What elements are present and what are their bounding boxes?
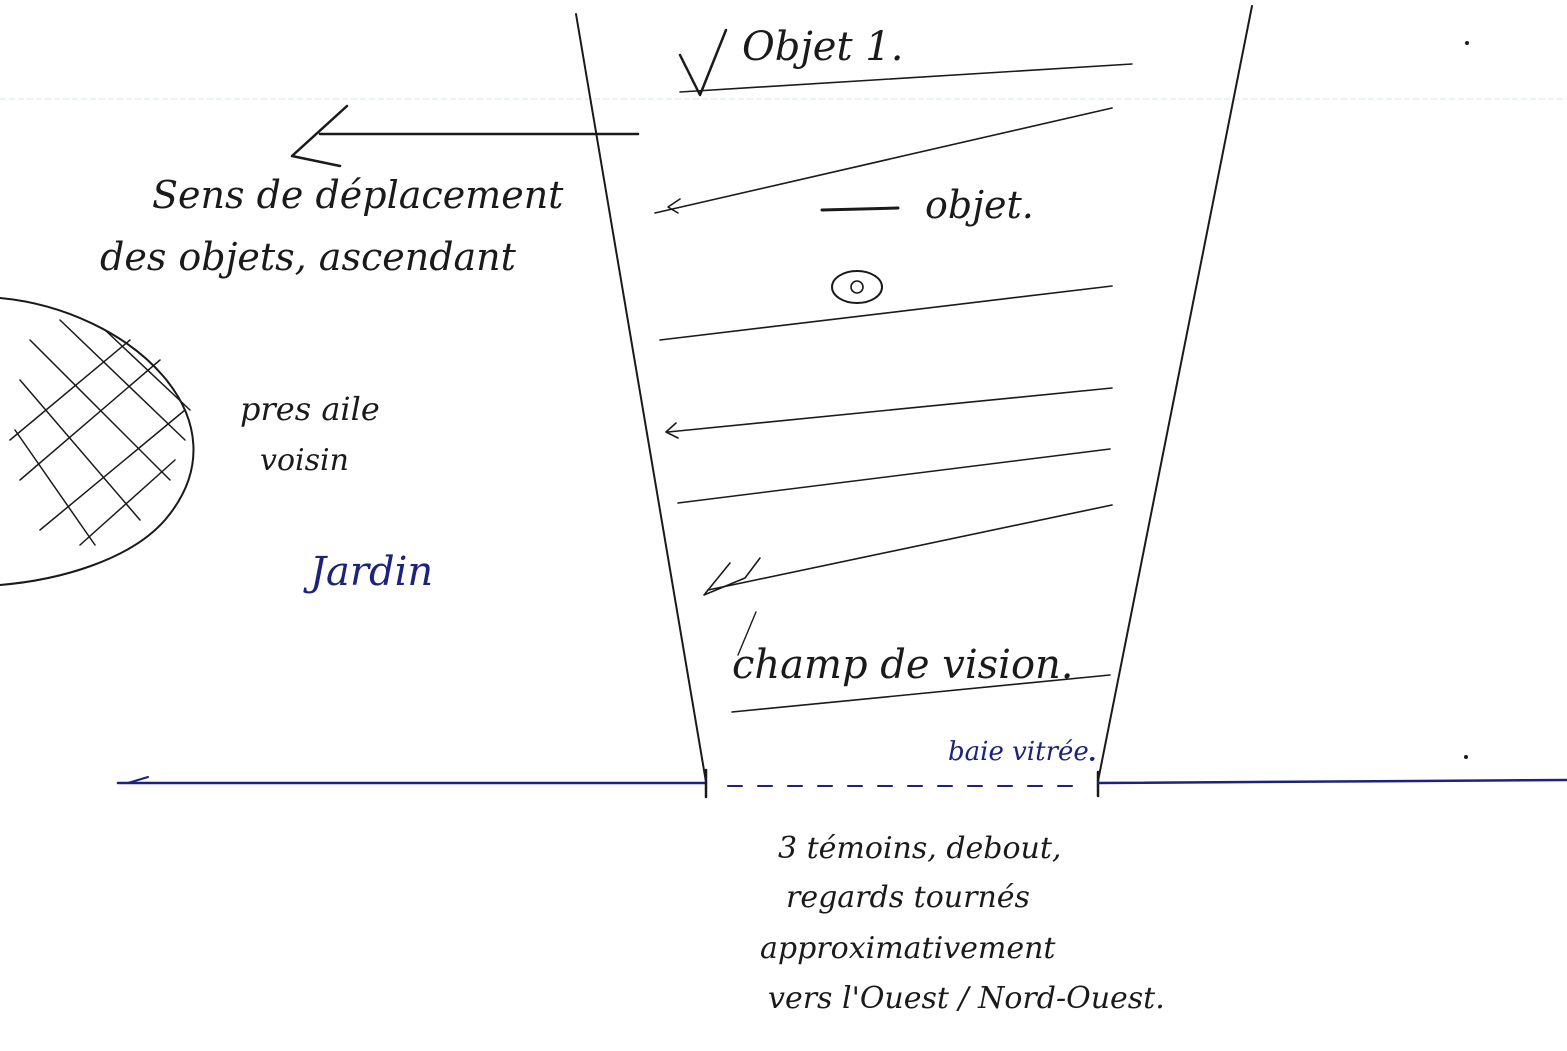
- direction-arrow-head: [290, 104, 349, 168]
- object-label: objet.: [925, 183, 1034, 227]
- pencil-dot: [1465, 41, 1469, 45]
- trajectory-line: [667, 387, 1113, 433]
- object-1-label: Objet 1.: [742, 24, 903, 70]
- field-of-view-label: champ de vision.: [732, 642, 1074, 688]
- trajectory-line: [731, 674, 1111, 713]
- object-ring-symbol: [831, 270, 883, 304]
- direction-label-line-2: des objets, ascendant: [100, 235, 517, 279]
- trajectory-line: [659, 285, 1113, 341]
- trajectory-line: [707, 504, 1113, 591]
- direction-label-line-1: Sens de déplacement: [152, 173, 564, 217]
- bay-window-label: baie vitrée.: [948, 737, 1097, 767]
- object-1-symbol: [678, 28, 728, 97]
- near-neighbor-label-line-1: pres aile: [240, 390, 380, 428]
- witnesses-label-line-1: 3 témoins, debout,: [778, 831, 1061, 866]
- garden-hatching: [9, 319, 191, 546]
- trajectory-line: [677, 448, 1111, 504]
- trajectory-line: [654, 107, 1113, 214]
- garden-label: Jardin: [303, 549, 433, 595]
- witnesses-label-line-4: vers l'Ouest / Nord-Ouest.: [768, 981, 1165, 1016]
- field-of-view-left-boundary: [575, 13, 707, 783]
- pencil-dot: [1464, 755, 1468, 759]
- trajectory-line: [679, 63, 1133, 93]
- trajectory-arrowhead: [665, 422, 679, 439]
- neighbor-garden-outline: [0, 297, 195, 586]
- near-neighbor-label-line-2: voisin: [260, 443, 349, 478]
- trajectory-arrowhead: [703, 557, 761, 596]
- witnesses-label-line-3: approximativement: [760, 931, 1056, 966]
- building-wall-left-end-mark: [127, 776, 149, 784]
- building-wall-right: [1096, 778, 1567, 785]
- object-dash-symbol: [820, 206, 900, 212]
- object-ring-center: [850, 280, 864, 294]
- trajectory-arrowhead: [667, 198, 681, 214]
- field-of-view-right-boundary: [1097, 5, 1253, 782]
- witnesses-label-line-2: regards tournés: [786, 880, 1030, 915]
- pencil-dot: [1090, 757, 1094, 761]
- trajectory-line: [737, 611, 757, 656]
